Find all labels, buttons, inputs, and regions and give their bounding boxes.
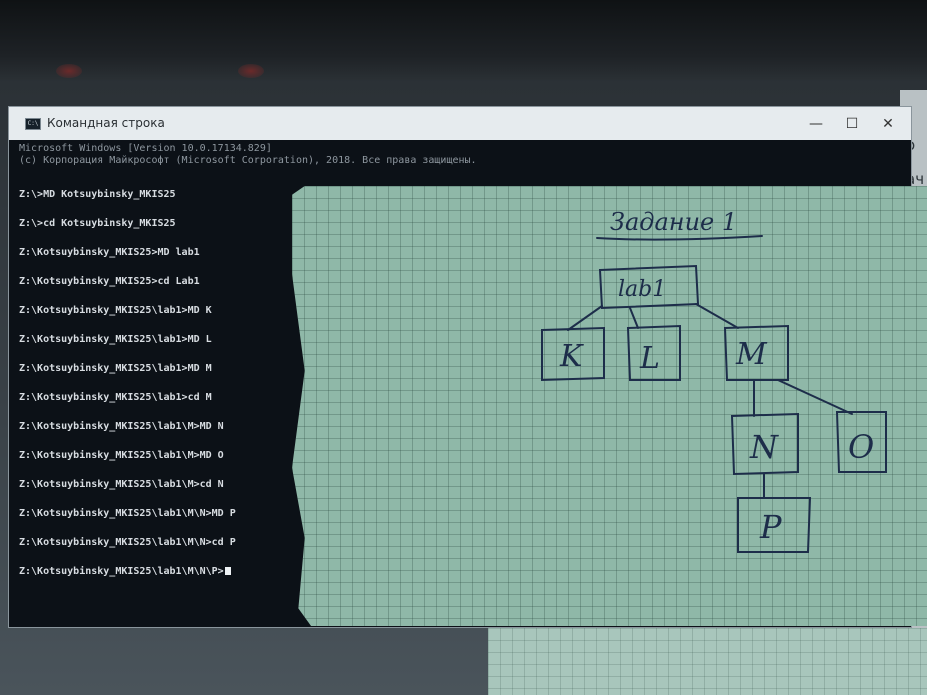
l-box: [626, 324, 681, 381]
console-header: Microsoft Windows [Version 10.0.17134.82…: [19, 143, 899, 167]
paper-fragment-bottom: [488, 628, 927, 695]
graph-paper-sheet: Задание 1 lab1 K L M N O P: [292, 186, 927, 626]
edge-root-m: [695, 303, 739, 329]
node-p-label: P: [759, 508, 782, 546]
title-bar[interactable]: C:\ Командная строка — ☐ ✕: [9, 107, 911, 140]
version-line: Microsoft Windows [Version 10.0.17134.82…: [19, 143, 272, 154]
close-button[interactable]: ✕: [882, 116, 894, 132]
node-lab1-label: lab1: [618, 277, 666, 302]
window-title: Командная строка: [47, 116, 165, 130]
p-box: [737, 497, 812, 553]
prompt-line[interactable]: Z:\Kotsuybinsky_MKIS25\lab1\M\N\P>: [19, 566, 231, 578]
console-line: Z:\Kotsuybinsky_MKIS25\lab1\M\N>MD P: [19, 508, 236, 519]
node-o-label: O: [848, 428, 874, 466]
edge-root-l: [629, 307, 639, 329]
console-line: Z:\Kotsuybinsky_MKIS25\lab1>cd M: [19, 392, 212, 403]
console-line: Z:\Kotsuybinsky_MKIS25\lab1\M>cd N: [19, 479, 224, 490]
console-app-icon: C:\: [25, 118, 41, 130]
edge-m-o: [777, 379, 853, 415]
bezel-reflection: [238, 64, 264, 78]
edge-root-k: [567, 305, 603, 331]
console-line: Z:\Kotsuybinsky_MKIS25>cd Lab1: [19, 276, 200, 287]
node-n-label: N: [749, 428, 779, 466]
console-line: Z:\Kotsuybinsky_MKIS25\lab1>MD M: [19, 363, 212, 374]
console-line: Z:\Kotsuybinsky_MKIS25\lab1\M>MD N: [19, 421, 224, 432]
console-output[interactable]: Z:\>MD Kotsuybinsky_MKIS25 Z:\>cd Kotsuy…: [19, 143, 304, 627]
console-line: Z:\>MD Kotsuybinsky_MKIS25: [19, 189, 176, 200]
node-l-label: L: [639, 341, 660, 376]
console-line: Z:\>cd Kotsuybinsky_MKIS25: [19, 218, 176, 229]
m-box: [723, 324, 789, 381]
o-box: [835, 411, 887, 473]
text-cursor: [224, 567, 231, 575]
k-box: [541, 326, 605, 382]
prompt-text: Z:\Kotsuybinsky_MKIS25\lab1\M\N\P>: [19, 566, 224, 577]
minimize-button[interactable]: —: [809, 116, 823, 132]
copyright-line: (с) Корпорация Майкрософт (Microsoft Cor…: [19, 155, 477, 166]
console-line: Z:\Kotsuybinsky_MKIS25\lab1>MD L: [19, 334, 212, 345]
bezel-reflection: [56, 64, 82, 78]
node-k-label: K: [559, 339, 584, 374]
heading-underline: [596, 235, 763, 241]
monitor-bezel: [0, 0, 927, 80]
n-box: [730, 412, 799, 476]
sketch-heading: Задание 1: [610, 208, 737, 236]
console-line: Z:\Kotsuybinsky_MKIS25\lab1\M\N>cd P: [19, 537, 236, 548]
node-m-label: M: [735, 337, 768, 372]
console-line: Z:\Kotsuybinsky_MKIS25>MD lab1: [19, 247, 200, 258]
console-line: Z:\Kotsuybinsky_MKIS25\lab1>MD K: [19, 305, 212, 316]
maximize-button[interactable]: ☐: [845, 116, 859, 132]
directory-tree-sketch: Задание 1 lab1 K L M N O P: [541, 208, 887, 553]
console-line: Z:\Kotsuybinsky_MKIS25\lab1\M>MD O: [19, 450, 224, 461]
